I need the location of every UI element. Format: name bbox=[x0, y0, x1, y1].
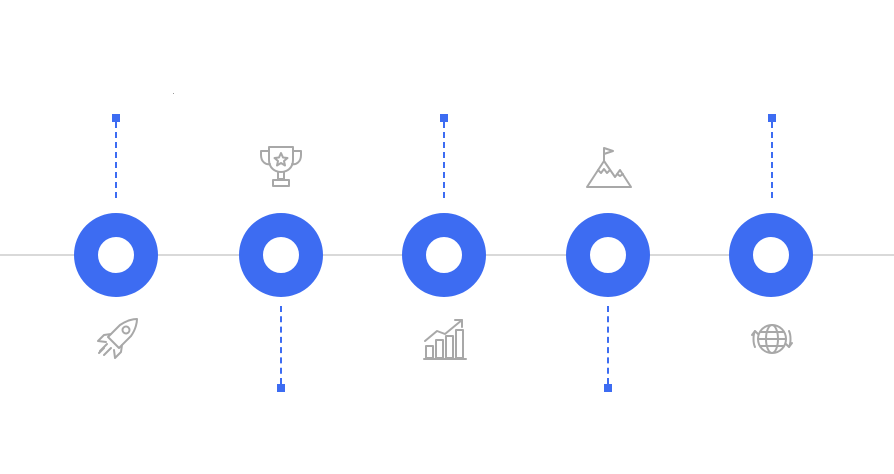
rocket-icon bbox=[92, 314, 142, 364]
dashed-connector bbox=[443, 122, 445, 198]
milestone-node bbox=[74, 213, 158, 297]
dashed-connector bbox=[607, 306, 609, 384]
stray-dot bbox=[173, 93, 174, 94]
connector-end-square bbox=[112, 114, 120, 122]
dashed-connector bbox=[115, 122, 117, 198]
growth-chart-icon bbox=[420, 314, 470, 364]
milestone-node bbox=[566, 213, 650, 297]
connector-end-square bbox=[768, 114, 776, 122]
milestone-node bbox=[729, 213, 813, 297]
dashed-connector bbox=[280, 306, 282, 384]
connector-end-square bbox=[440, 114, 448, 122]
connector-end-square bbox=[277, 384, 285, 392]
milestone-node bbox=[402, 213, 486, 297]
mountain-flag-icon bbox=[584, 143, 634, 193]
connector-end-square bbox=[604, 384, 612, 392]
milestone-node bbox=[239, 213, 323, 297]
dashed-connector bbox=[771, 122, 773, 198]
globe-icon bbox=[747, 314, 797, 364]
trophy-icon bbox=[256, 141, 306, 191]
